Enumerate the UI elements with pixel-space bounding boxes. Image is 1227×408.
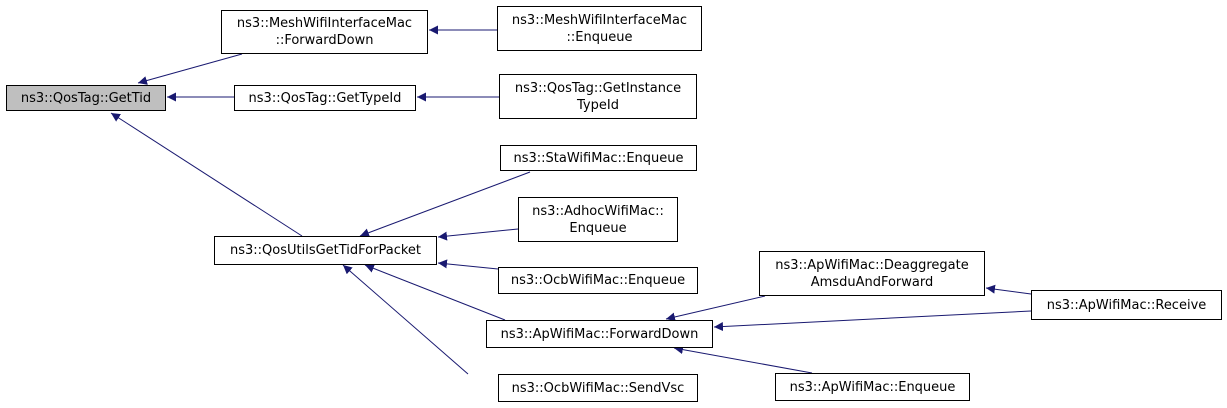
node-label-line: ns3::OcbWifiMac::Enqueue — [510, 273, 686, 288]
node-label-line: ns3::ApWifiMac::Enqueue — [789, 379, 956, 395]
caller-node-n9[interactable]: ns3::ApWifiMac::ForwardDown — [486, 320, 713, 348]
caller-node-n8[interactable]: ns3::OcbWifiMac::Enqueue — [498, 267, 698, 294]
node-label-line: TypeId — [577, 97, 619, 113]
caller-node-n10[interactable]: ns3::OcbWifiMac::SendVsc — [498, 374, 698, 402]
caller-node-n4[interactable]: ns3::MeshWifiInterfaceMac::Enqueue — [497, 6, 702, 51]
node-label-line: ns3::QosTag::GetTypeId — [248, 90, 402, 106]
edge-n9-to-n3 — [364, 264, 506, 321]
root-node: ns3::QosTag::GetTid — [6, 85, 166, 111]
node-label-line: ::Enqueue — [566, 29, 633, 45]
edge-n13-to-n11 — [985, 284, 1032, 295]
edge-n13-to-n9 — [713, 310, 1032, 332]
edge-n3-to-n0 — [110, 112, 303, 237]
node-label-line: Enqueue — [569, 220, 627, 236]
node-label-line: ::ForwardDown — [275, 33, 374, 48]
edge-n11-to-n9 — [665, 295, 766, 322]
caller-node-n2[interactable]: ns3::QosTag::GetTypeId — [234, 85, 416, 111]
edge-n7-to-n3 — [437, 228, 519, 241]
caller-node-n6[interactable]: ns3::StaWifiMac::Enqueue — [500, 145, 697, 171]
node-label-line: ns3::AdhocWifiMac:: — [532, 203, 664, 219]
node-label-line: ns3::QosTag::GetInstance — [514, 80, 682, 96]
node-label-line: ns3::MeshWifiInterfaceMac — [236, 16, 413, 31]
caller-node-n7[interactable]: ns3::AdhocWifiMac::Enqueue — [518, 197, 678, 242]
caller-node-n3[interactable]: ns3::QosUtilsGetTidForPacket — [214, 236, 437, 265]
edge-n10-to-n3 — [342, 264, 469, 375]
edge-n6-to-n3 — [359, 171, 531, 238]
node-label-line: ns3::ApWifiMac::Receive — [1046, 297, 1207, 313]
node-label-line: ns3::StaWifiMac::Enqueue — [513, 150, 684, 166]
node-label-line: ns3::MeshWifiInterfaceMac — [511, 12, 688, 28]
node-label-line: ns3::ApWifiMac::ForwardDown — [500, 326, 699, 342]
node-label-line: ns3::ApWifiMac::Deaggregate — [775, 257, 969, 273]
caller-node-n13[interactable]: ns3::ApWifiMac::Receive — [1031, 290, 1222, 320]
node-label-line: ns3::OcbWifiMac::SendVsc — [511, 380, 685, 396]
edge-n1-to-n0 — [137, 53, 243, 85]
caller-node-n1[interactable]: ns3::MeshWifiInterfaceMac::ForwardDown — [221, 10, 428, 54]
node-label-line: AmsduAndForward — [810, 274, 934, 290]
edge-n12-to-n9 — [673, 345, 813, 374]
node-label-line: ns3::QosTag::GetTid — [20, 90, 152, 106]
caller-node-n12[interactable]: ns3::ApWifiMac::Enqueue — [775, 373, 970, 401]
node-label-line: ns3::QosUtilsGetTidForPacket — [229, 243, 422, 258]
edge-n8-to-n3 — [437, 259, 499, 270]
